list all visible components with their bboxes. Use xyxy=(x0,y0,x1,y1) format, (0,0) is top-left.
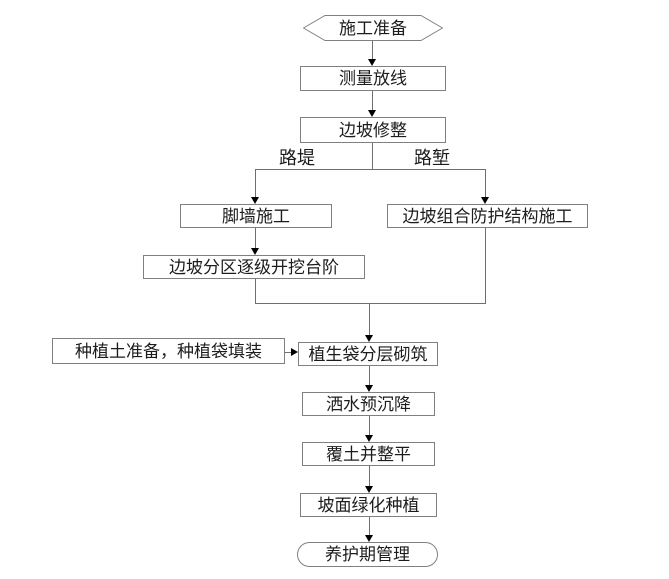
arrowhead-watersettle xyxy=(365,385,373,392)
node-water-settle: 洒水预沉降 xyxy=(302,392,435,416)
connector-merge-bagmasonry xyxy=(369,303,370,335)
arrowhead-maintenance xyxy=(365,535,373,542)
node-foot-wall: 脚墙施工 xyxy=(180,204,332,228)
arrowhead-coverlevel xyxy=(365,435,373,442)
node-cover-level: 覆土并整平 xyxy=(302,442,435,466)
node-maintenance: 养护期管理 xyxy=(297,542,438,567)
node-survey: 测量放线 xyxy=(300,66,446,91)
connector-footwall-excavate xyxy=(255,228,256,248)
node-soil-prep-label: 种植土准备，种植袋填装 xyxy=(75,341,262,361)
connector-excavate-merge xyxy=(255,279,256,304)
node-slope-trim-label: 边坡修整 xyxy=(339,120,407,140)
connector-bagmasonry-watersettle xyxy=(369,366,370,385)
arrowhead-protect xyxy=(481,197,489,204)
arrowhead-soilprep xyxy=(291,348,298,356)
connector-greening-maintenance xyxy=(369,517,370,535)
connector-merge-horizontal xyxy=(255,303,486,304)
connector-coverlevel-greening xyxy=(369,466,370,486)
node-start: 施工准备 xyxy=(303,15,443,41)
node-greening-label: 坡面绿化种植 xyxy=(317,495,420,515)
node-slope-trim: 边坡修整 xyxy=(300,117,446,143)
node-start-label: 施工准备 xyxy=(339,18,407,38)
connector-protect-merge xyxy=(485,228,486,304)
node-soil-prep: 种植土准备，种植袋填装 xyxy=(52,338,285,364)
connector-branch-horizontal xyxy=(255,169,486,170)
connector-start-survey xyxy=(372,41,373,59)
node-maintenance-label: 养护期管理 xyxy=(325,545,410,564)
connector-soilprep-bagmasonry xyxy=(285,352,292,353)
branch-label-cutting: 路堑 xyxy=(414,148,450,168)
arrowhead-slopetrim xyxy=(368,110,376,117)
connector-branch-protect xyxy=(485,169,486,197)
node-greening: 坡面绿化种植 xyxy=(300,493,437,517)
arrowhead-survey xyxy=(368,59,376,66)
arrowhead-bagmasonry xyxy=(365,335,373,342)
node-cover-level-label: 覆土并整平 xyxy=(326,444,411,464)
node-survey-label: 测量放线 xyxy=(339,69,407,88)
node-protect-struct-label: 边坡组合防护结构施工 xyxy=(402,206,573,226)
branch-label-embankment: 路堤 xyxy=(279,148,315,168)
connector-watersettle-coverlevel xyxy=(369,416,370,435)
connector-slopetrim-branch xyxy=(372,143,373,170)
node-foot-wall-label: 脚墙施工 xyxy=(222,206,290,226)
arrowhead-excavate xyxy=(251,248,259,255)
node-water-settle-label: 洒水预沉降 xyxy=(326,394,411,414)
arrowhead-footwall xyxy=(251,197,259,204)
node-protect-struct: 边坡组合防护结构施工 xyxy=(387,204,588,228)
connector-branch-footwall xyxy=(255,169,256,197)
node-excavate-steps-label: 边坡分区逐级开挖台阶 xyxy=(169,257,339,277)
arrowhead-greening xyxy=(365,486,373,493)
node-bag-masonry: 植生袋分层砌筑 xyxy=(298,342,438,366)
connector-survey-slopetrim xyxy=(372,91,373,110)
hexagon-shape-icon xyxy=(303,15,443,41)
node-bag-masonry-label: 植生袋分层砌筑 xyxy=(308,344,428,364)
node-excavate-steps: 边坡分区逐级开挖台阶 xyxy=(143,255,365,279)
